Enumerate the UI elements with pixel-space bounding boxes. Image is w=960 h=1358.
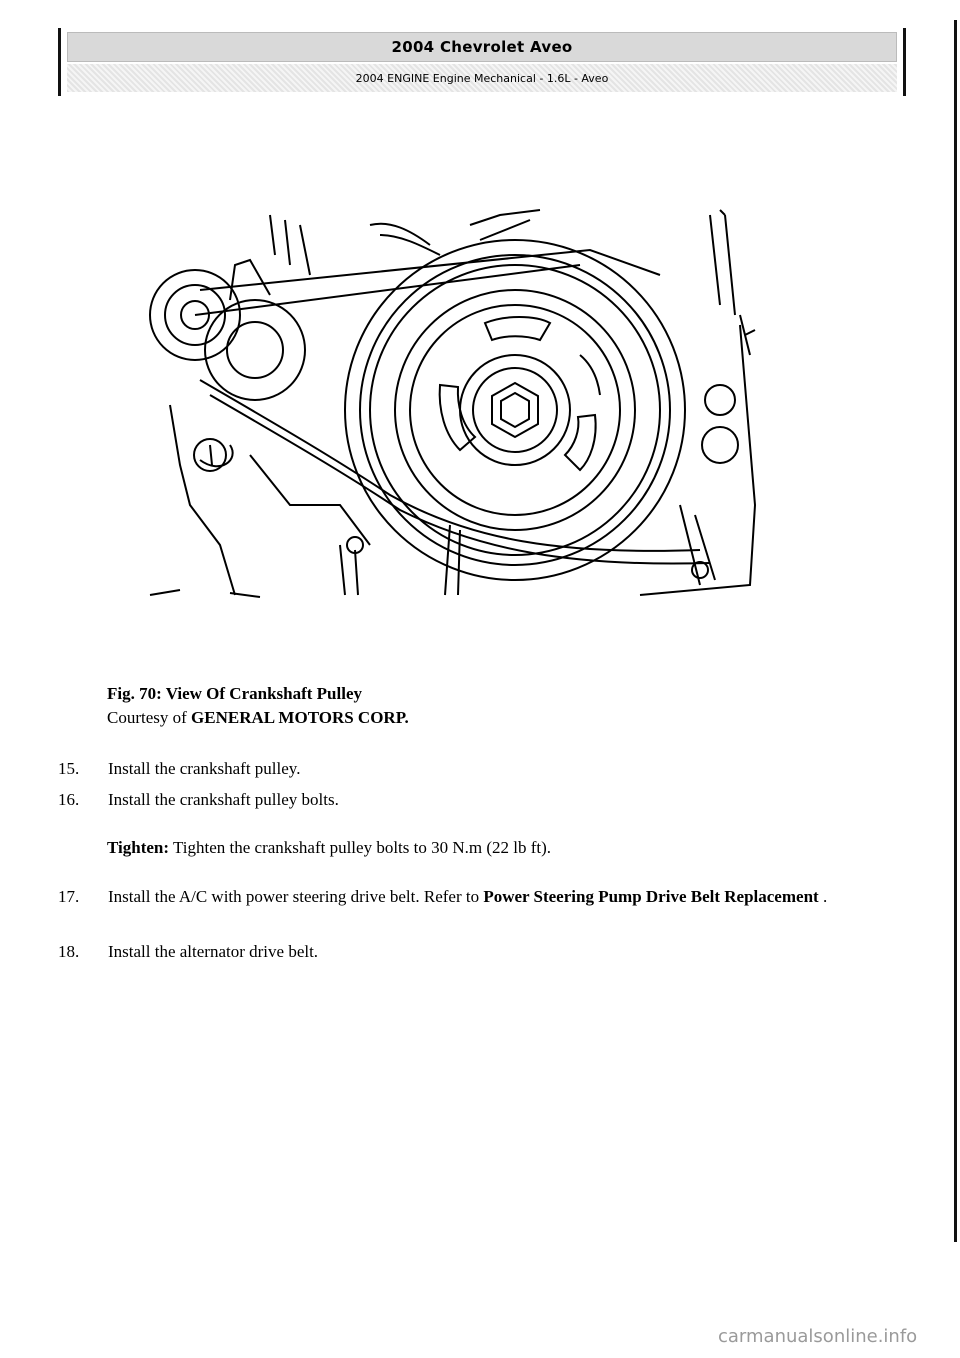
page-border — [954, 20, 957, 1242]
caption-source: GENERAL MOTORS CORP. — [191, 708, 409, 727]
tighten-note: Tighten: Tighten the crankshaft pulley b… — [107, 838, 551, 858]
step-16: 16. Install the crankshaft pulley bolts. — [58, 788, 888, 812]
step-text: Install the alternator drive belt. — [108, 942, 319, 961]
step-number: 16. — [58, 790, 80, 809]
caption-courtesy: Courtesy of GENERAL MOTORS CORP. — [107, 706, 409, 730]
tighten-label: Tighten: — [107, 838, 170, 857]
step-17: 17. Install the A/C with power steering d… — [58, 885, 888, 909]
crankshaft-pulley-illustration — [149, 209, 757, 598]
step-link[interactable]: Power Steering Pump Drive Belt Replaceme… — [483, 887, 819, 906]
step-number: 18. — [58, 942, 80, 961]
step-number: 15. — [58, 759, 80, 778]
step-text: Install the A/C with power steering driv… — [108, 885, 888, 909]
figure-caption: Fig. 70: View Of Crankshaft Pulley Court… — [107, 682, 409, 730]
caption-title: Fig. 70: View Of Crankshaft Pulley — [107, 684, 362, 703]
caption-prefix: Courtesy of — [107, 708, 192, 727]
tighten-text: Tighten the crankshaft pulley bolts to 3… — [169, 838, 552, 857]
step-text: Install the crankshaft pulley bolts. — [108, 790, 339, 809]
step-text-suffix: . — [818, 887, 828, 906]
watermark: carmanualsonline.info — [718, 1326, 918, 1347]
step-15: 15. Install the crankshaft pulley. — [58, 757, 888, 781]
step-text-main: Install the A/C with power steering driv… — [108, 887, 484, 906]
header-title: 2004 Chevrolet Aveo — [67, 32, 897, 62]
step-text: Install the crankshaft pulley. — [108, 759, 301, 778]
document-header: 2004 Chevrolet Aveo 2004 ENGINE Engine M… — [58, 28, 906, 96]
step-number: 17. — [58, 887, 80, 906]
step-18: 18. Install the alternator drive belt. — [58, 940, 888, 964]
header-subtitle: 2004 ENGINE Engine Mechanical - 1.6L - A… — [67, 64, 897, 92]
